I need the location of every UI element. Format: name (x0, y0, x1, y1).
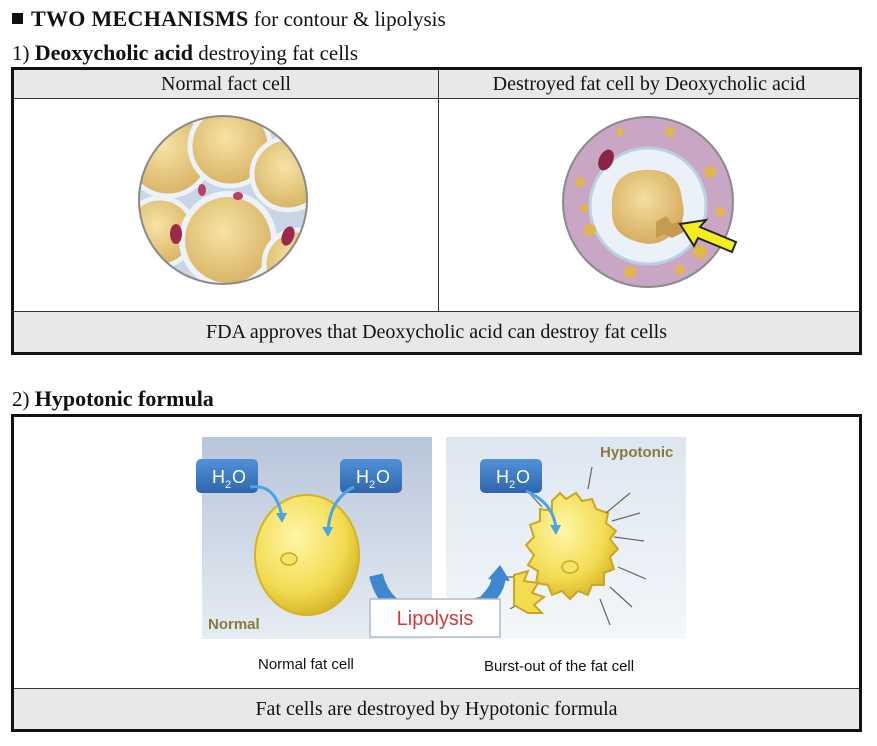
yellow-arrow-icon (678, 218, 738, 254)
heading-bold: TWO MECHANISMS (31, 6, 249, 31)
h2o-left-h: H (212, 467, 225, 487)
heading-rest: for contour & lipolysis (248, 7, 446, 31)
table2-footer: Fat cells are destroyed by Hypotonic for… (14, 688, 859, 729)
h2o-badge-right (480, 459, 542, 493)
section1-bold: Deoxycholic acid (34, 40, 194, 65)
lipolysis-box (369, 598, 501, 638)
lipolysis-label: Lipolysis (397, 608, 474, 630)
deoxycholic-table: Normal fact cell Destroyed fat cell by D… (11, 67, 862, 355)
section1-heading: 1) Deoxycholic acid destroying fat cells (12, 40, 358, 66)
process-arrow-icon (488, 565, 510, 581)
section1-number: 1) (12, 41, 35, 65)
table-header-row: Normal fact cell Destroyed fat cell by D… (14, 70, 859, 99)
destroyed-fat-cell-image (562, 116, 738, 288)
h2o-right-o: O (516, 467, 530, 487)
section2-number: 2) (12, 387, 35, 411)
h2o-right-h: H (496, 467, 509, 487)
h2o-badge-left (196, 459, 258, 493)
h2o-center-2: 2 (369, 479, 375, 491)
caption-normal-fat-cell: Normal fat cell (258, 656, 354, 673)
h2o-badge-center (340, 459, 402, 493)
normal-fat-cell-shape (254, 494, 360, 616)
h2o-center-o: O (376, 467, 390, 487)
h2o-left-o: O (232, 467, 246, 487)
h2o-center-h: H (356, 467, 369, 487)
table1-footer: FDA approves that Deoxycholic acid can d… (14, 311, 859, 352)
page-heading: TWO MECHANISMS for contour & lipolysis (12, 6, 446, 32)
column-divider (438, 70, 439, 314)
section2-bold: Hypotonic formula (34, 386, 214, 411)
normal-fat-cell-image (138, 115, 308, 285)
burst-fat-cell-shape (500, 466, 647, 626)
hypotonic-panel-label: Hypotonic (600, 444, 673, 461)
col-header-normal: Normal fact cell (161, 73, 291, 95)
h2o-right-2: 2 (509, 479, 515, 491)
h2o-left-2: 2 (225, 479, 231, 491)
hypotonic-table: H 2 O H 2 O H 2 O Normal Hypotonic Lipol… (11, 414, 862, 732)
square-bullet-icon (12, 13, 23, 24)
caption-burst-fat-cell: Burst-out of the fat cell (484, 658, 635, 675)
section2-heading: 2) Hypotonic formula (12, 386, 214, 412)
hypotonic-diagram: H 2 O H 2 O H 2 O Normal Hypotonic Lipol… (196, 437, 686, 639)
section1-rest: destroying fat cells (193, 41, 359, 65)
col-header-destroyed: Destroyed fat cell by Deoxycholic acid (492, 73, 806, 95)
normal-panel-label: Normal (208, 616, 260, 633)
